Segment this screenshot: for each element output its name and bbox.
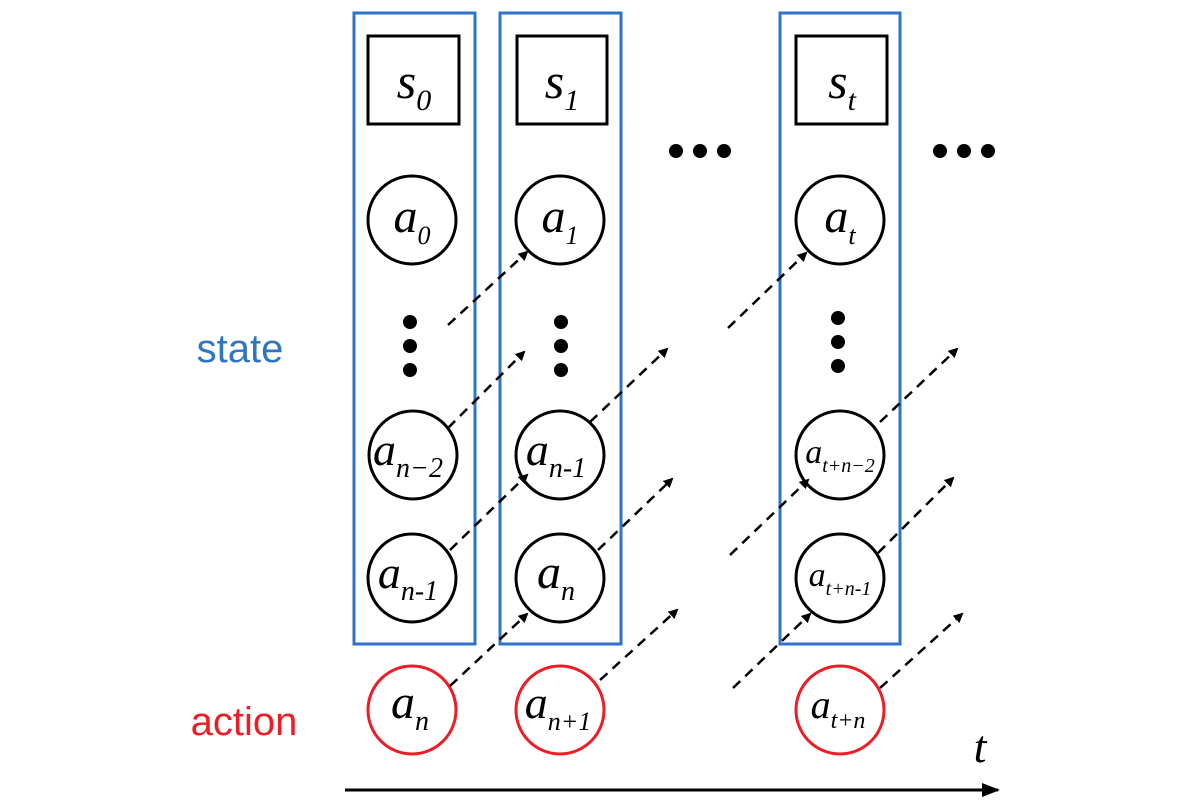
node-label-0-0: a0 bbox=[394, 190, 431, 250]
node-label-t-2: at+n-1 bbox=[809, 557, 872, 600]
action-circle-1 bbox=[514, 664, 606, 756]
node-circle-1-0 bbox=[514, 174, 606, 266]
node-label-t-0: at bbox=[824, 190, 856, 250]
state-column-t: st at at+n−2 at+n-1 at+n bbox=[778, 11, 902, 756]
node-circle-t-0 bbox=[794, 174, 886, 266]
state-box-0 bbox=[366, 34, 461, 126]
arrow-0-to-1-a bbox=[447, 250, 529, 326]
action-circle-0 bbox=[366, 664, 458, 756]
action-label-1: an+1 bbox=[525, 677, 592, 736]
arrow-gap-to-t-c bbox=[732, 612, 812, 689]
node-circle-t-1 bbox=[794, 409, 886, 501]
node-label-1-2: an bbox=[537, 546, 575, 607]
action-circle-t bbox=[794, 664, 886, 756]
node-circle-t-2 bbox=[794, 532, 886, 624]
state-column-0: s0 a0 an−2 an-1 an bbox=[352, 11, 477, 756]
node-label-1-0: a1 bbox=[542, 190, 579, 250]
vertical-ellipsis-t bbox=[831, 311, 845, 373]
node-circle-0-1 bbox=[367, 409, 459, 501]
state-column-1: s1 a1 an-1 an an+1 bbox=[498, 11, 623, 756]
horizontal-ellipsis-middle bbox=[669, 144, 731, 158]
node-circle-1-2 bbox=[514, 532, 606, 624]
arrow-0-to-1-b bbox=[447, 350, 526, 429]
vertical-ellipsis-0 bbox=[403, 315, 417, 377]
arrow-t-out-b bbox=[877, 476, 955, 554]
state-box-1 bbox=[515, 34, 609, 126]
state-row-label: state bbox=[197, 327, 284, 371]
node-label-1-1: an-1 bbox=[526, 424, 586, 484]
arrow-0-to-1-c bbox=[449, 473, 529, 551]
node-circle-0-0 bbox=[366, 174, 458, 266]
action-label-0: an bbox=[391, 676, 429, 737]
arrow-1-to-gap-b bbox=[597, 477, 674, 551]
node-circle-1-1 bbox=[514, 409, 606, 501]
transition-arrows bbox=[447, 250, 964, 689]
time-axis-label: t bbox=[974, 721, 988, 772]
arrow-t-out-c bbox=[879, 612, 964, 689]
node-circle-0-2 bbox=[366, 532, 458, 624]
arrow-gap-to-t-a bbox=[727, 251, 808, 329]
arrow-1-to-gap-c bbox=[599, 608, 679, 681]
action-row-label: action bbox=[191, 700, 298, 744]
node-label-0-2: an-1 bbox=[378, 547, 438, 607]
state-label-t: st bbox=[828, 53, 856, 117]
state-box-t bbox=[794, 34, 889, 126]
arrow-0-to-1-d bbox=[449, 612, 529, 687]
state-frame-t bbox=[778, 11, 902, 646]
state-label-1: s1 bbox=[545, 53, 579, 117]
arrow-t-out-a bbox=[879, 347, 959, 423]
arrow-gap-to-t-b bbox=[729, 478, 810, 556]
state-label-0: s0 bbox=[397, 53, 431, 117]
state-frame-1 bbox=[498, 11, 623, 646]
arrow-1-to-gap-a bbox=[589, 347, 669, 423]
action-label-t: at+n bbox=[811, 682, 866, 734]
vertical-ellipsis-1 bbox=[554, 315, 568, 377]
node-label-0-1: an−2 bbox=[373, 424, 443, 484]
state-frame-0 bbox=[352, 11, 477, 646]
node-label-t-1: at+n−2 bbox=[805, 434, 875, 477]
horizontal-ellipsis-right bbox=[933, 144, 995, 158]
